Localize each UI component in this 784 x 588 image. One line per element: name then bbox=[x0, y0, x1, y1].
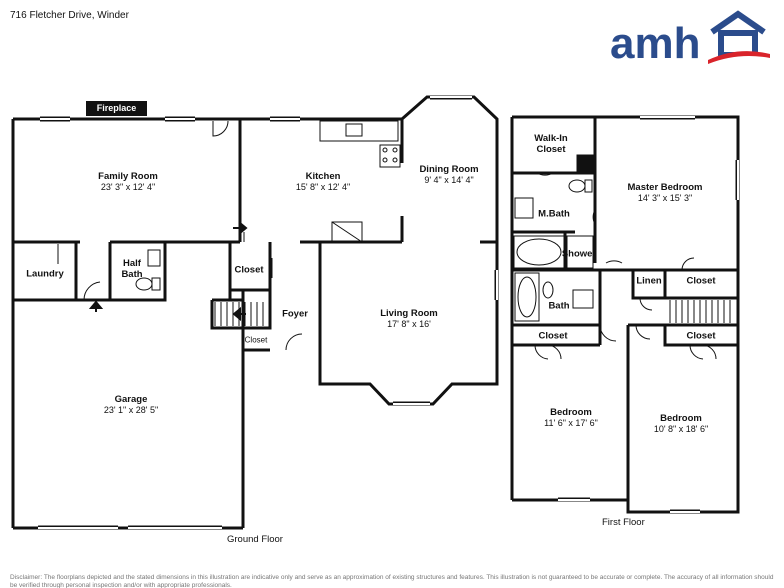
disclaimer-text: Disclaimer: The floorplans depicted and … bbox=[10, 574, 774, 588]
property-address: 716 Fletcher Drive, Winder bbox=[10, 10, 129, 21]
first-floor-caption: First Floor bbox=[602, 517, 645, 528]
foyer-label: Foyer bbox=[282, 308, 308, 320]
linen-label: Linen bbox=[636, 275, 662, 287]
fireplace: Fireplace bbox=[86, 101, 147, 116]
closet-label: Closet bbox=[686, 330, 716, 342]
closet-label: Closet bbox=[538, 330, 568, 342]
closet-label: Closet bbox=[234, 264, 264, 276]
shower-label: Shower bbox=[561, 248, 597, 260]
amh-logo: amh bbox=[610, 10, 770, 66]
laundry-label: Laundry bbox=[26, 268, 64, 280]
master-bath-label: M.Bath bbox=[538, 208, 570, 220]
bath-label: Bath bbox=[548, 300, 570, 312]
closet-label: Closet bbox=[244, 335, 268, 345]
ground-floor-caption: Ground Floor bbox=[227, 534, 283, 545]
logo-text: amh bbox=[610, 19, 700, 66]
closet-label: Closet bbox=[686, 275, 716, 287]
